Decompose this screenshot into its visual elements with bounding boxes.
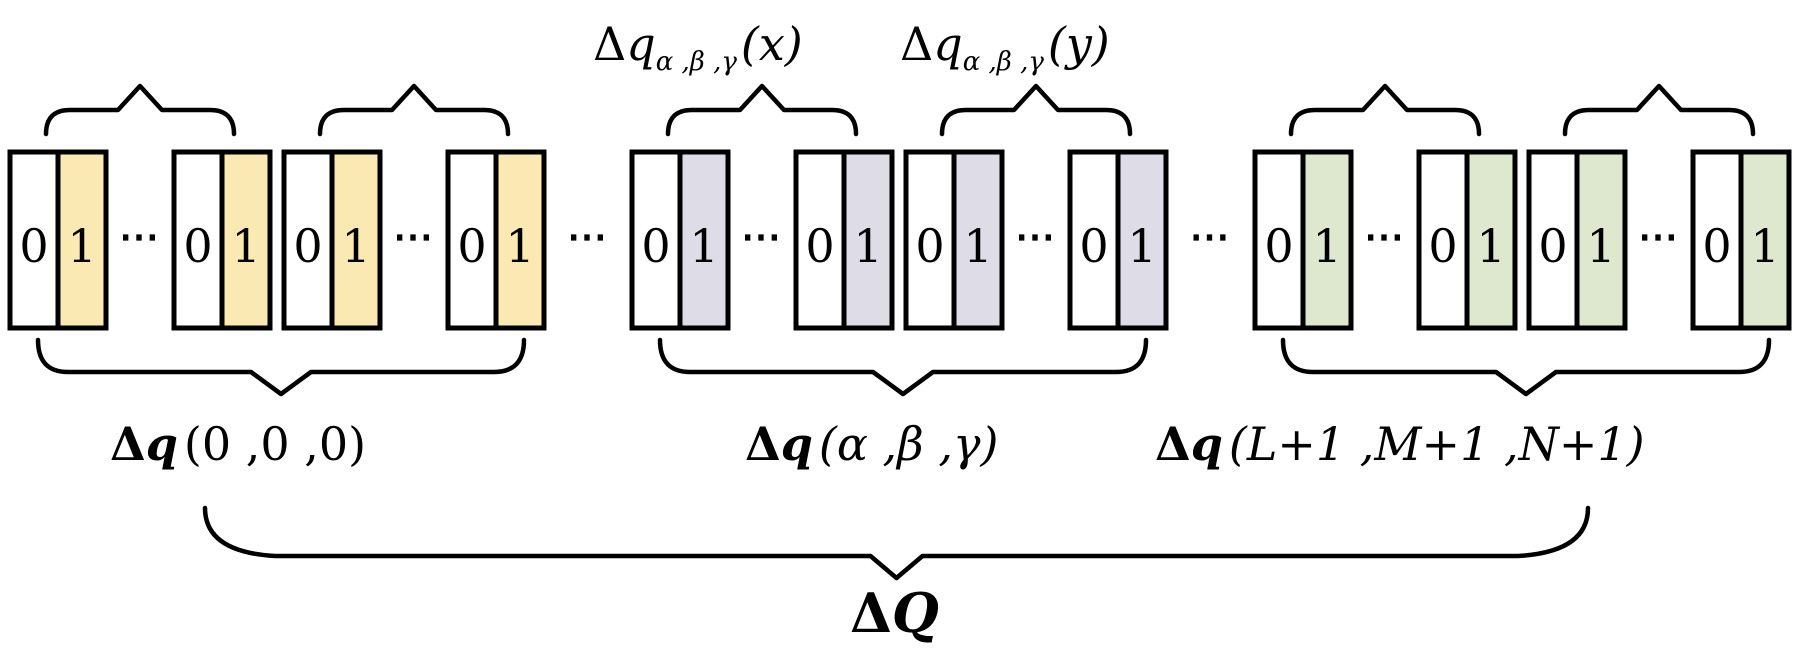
bit-cell-0: [1526, 149, 1580, 331]
bit-label-0: 0: [183, 219, 212, 273]
ellipsis-between-groups: ⋯: [1190, 213, 1232, 260]
bit-label-0: 0: [641, 219, 670, 273]
top-label-y-delta: Δ: [900, 17, 933, 71]
bit-cell-1: [55, 149, 109, 331]
bit-cell-0: [171, 149, 225, 331]
bottom-brace: [657, 337, 1149, 397]
top-brace-0: [1288, 83, 1482, 137]
bit-label-1: 1: [341, 219, 370, 273]
bit-label-0: 0: [19, 219, 48, 273]
group-label-2-delta: Δ: [1155, 417, 1191, 471]
bit-cell-0: [1252, 149, 1306, 331]
bit-label-0: 0: [1428, 219, 1457, 273]
bit-label-1: 1: [231, 219, 260, 273]
bit-cell-1: [677, 149, 731, 331]
bit-cell-1: [1115, 149, 1169, 331]
bit-cell-0: [7, 149, 61, 331]
ellipsis-inner: ⋯: [1364, 213, 1406, 260]
top-brace-0: [43, 83, 237, 137]
bit-label-0: 0: [1538, 219, 1567, 273]
ellipsis-inner: ⋯: [1015, 213, 1057, 260]
bit-label-1: 1: [1586, 219, 1615, 273]
bit-cell-0: [281, 149, 335, 331]
bit-label-0: 0: [915, 219, 944, 273]
group-label-1-delta: Δ: [745, 417, 781, 471]
group-label-0: Δq(0 ,0 ,0): [110, 417, 366, 471]
bit-label-1: 1: [505, 219, 534, 273]
bit-label-0: 0: [1079, 219, 1108, 273]
top-label-x-delta: Δ: [593, 17, 626, 71]
group-label-0-delta: Δ: [110, 417, 146, 471]
bit-label-1: 1: [963, 219, 992, 273]
bit-label-1: 1: [67, 219, 96, 273]
top-brace-1: [317, 83, 511, 137]
bit-cell-1: [951, 149, 1005, 331]
bit-label-1: 1: [689, 219, 718, 273]
bit-cell-1: [1300, 149, 1354, 331]
top-label-y-sub: α ,β ,γ: [963, 47, 1045, 77]
bit-cell-0: [629, 149, 683, 331]
ellipsis-inner: ⋯: [741, 213, 783, 260]
top-brace-1: [1562, 83, 1756, 137]
bit-label-1: 1: [853, 219, 882, 273]
top-label-y-q: q: [933, 17, 962, 71]
bottom-brace: [35, 337, 527, 397]
total-brace: [202, 505, 1591, 581]
top-label-y-arg: (y): [1048, 17, 1110, 71]
bit-cell-1: [329, 149, 383, 331]
bit-label-1: 1: [1476, 219, 1505, 273]
top-label-y: Δqα ,β ,γ(y): [900, 17, 1110, 77]
bottom-brace: [1280, 337, 1772, 397]
bit-cell-1: [1464, 149, 1518, 331]
ellipsis-inner: ⋯: [1638, 213, 1680, 260]
ellipsis-between-groups: ⋯: [567, 213, 609, 260]
group-label-2: Δq(L+1 ,M+1 ,N+1): [1155, 417, 1645, 471]
bit-label-0: 0: [293, 219, 322, 273]
group-label-2-args: (L+1 ,M+1 ,N+1): [1229, 417, 1645, 471]
bit-cell-0: [1690, 149, 1744, 331]
bit-label-1: 1: [1312, 219, 1341, 273]
bit-cell-1: [493, 149, 547, 331]
bit-label-1: 1: [1127, 219, 1156, 273]
bit-label-1: 1: [1750, 219, 1779, 273]
top-label-x-sub: α ,β ,γ: [656, 47, 738, 77]
group-label-2-q: q: [1191, 417, 1223, 471]
top-label-x-q: q: [626, 17, 655, 71]
total-label: ΔQ: [850, 581, 939, 645]
top-brace-1: [939, 83, 1133, 137]
top-label-x-arg: (x): [741, 17, 803, 71]
total-label-q: Q: [892, 581, 939, 645]
group-label-1: Δq(α ,β ,γ): [745, 417, 998, 471]
bit-cell-1: [841, 149, 895, 331]
group-label-1-args: (α ,β ,γ): [819, 417, 999, 471]
group-label-1-q: q: [781, 417, 813, 471]
bit-label-0: 0: [805, 219, 834, 273]
group-label-0-q: q: [146, 417, 178, 471]
bit-cell-1: [1738, 149, 1792, 331]
top-label-x: Δqα ,β ,γ(x): [593, 17, 803, 77]
ellipsis-inner: ⋯: [393, 213, 435, 260]
top-brace-0: [665, 83, 859, 137]
bit-label-0: 0: [1702, 219, 1731, 273]
group-label-0-args: (0 ,0 ,0): [184, 417, 366, 471]
bit-cell-1: [219, 149, 273, 331]
total-label-delta: Δ: [850, 581, 892, 645]
bit-cell-1: [1574, 149, 1628, 331]
bit-label-0: 0: [1264, 219, 1293, 273]
bit-label-0: 0: [457, 219, 486, 273]
ellipsis-inner: ⋯: [119, 213, 161, 260]
bit-cell-0: [1416, 149, 1470, 331]
